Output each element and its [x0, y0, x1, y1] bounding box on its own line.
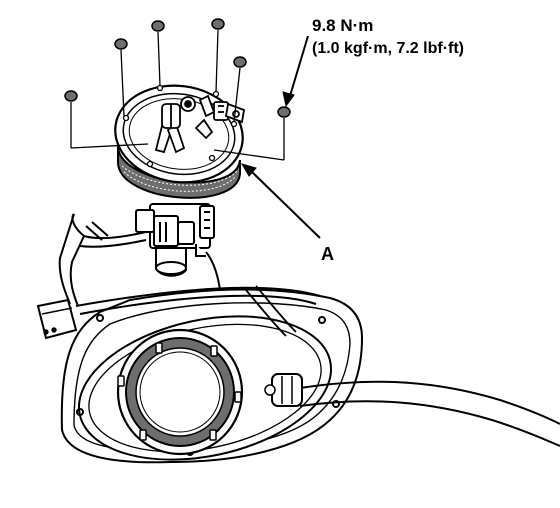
vent-tube: [245, 285, 297, 337]
harness-connector: [36, 298, 78, 340]
torque-spec-metric: 9.8 N·m: [312, 16, 374, 35]
wiring-harness: [58, 213, 321, 315]
flange-nuts: [64, 18, 291, 118]
tank-studs: [117, 342, 242, 441]
part-label-a: A: [321, 244, 334, 264]
tank-opening: [116, 328, 244, 456]
nut-leader-lines: [70, 29, 285, 161]
part-a-arrow: [240, 163, 321, 239]
fuel-hose: [264, 373, 560, 447]
torque-arrow: [282, 35, 309, 108]
torque-spec-alternate: (1.0 kgf·m, 7.2 lbf·ft): [312, 40, 465, 57]
fuel-pump-body: [135, 203, 215, 277]
flange-fittings: [154, 94, 246, 154]
